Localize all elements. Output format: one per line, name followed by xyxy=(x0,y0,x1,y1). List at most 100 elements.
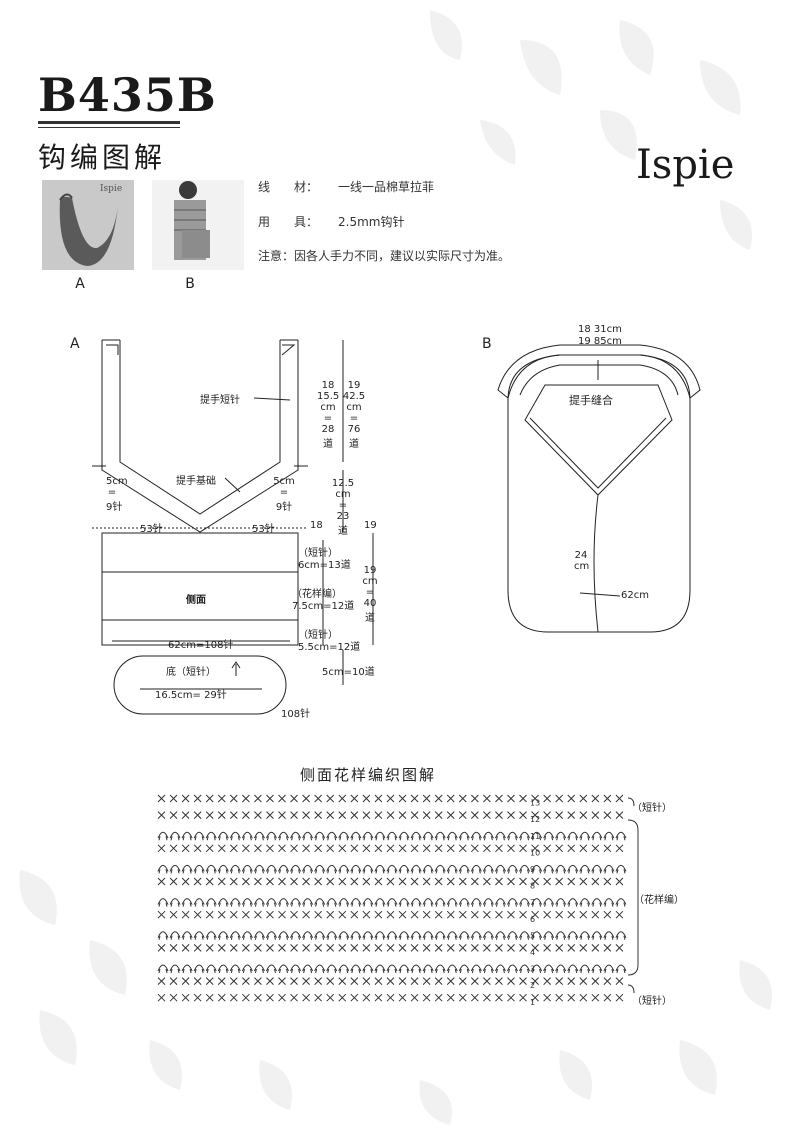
sc-symbol xyxy=(567,794,576,803)
sc-symbol xyxy=(422,877,431,886)
pattern-symbol xyxy=(229,864,241,874)
pattern-symbol xyxy=(422,831,434,841)
row-number: 4 xyxy=(530,948,535,957)
sc-symbol xyxy=(543,993,551,1002)
pattern-symbol xyxy=(229,898,241,907)
pattern-symbol xyxy=(157,898,169,907)
sc-symbol xyxy=(495,844,503,853)
right-strap-width: 5cm = 9针 xyxy=(272,476,296,513)
sc-symbol xyxy=(193,877,202,886)
sc-symbol xyxy=(483,877,491,886)
pattern-symbol xyxy=(579,931,591,940)
sc-symbol xyxy=(398,993,407,1002)
sc-symbol xyxy=(591,993,600,1002)
sc-symbol xyxy=(386,844,395,853)
pattern-symbol xyxy=(531,898,543,907)
pattern-symbol xyxy=(555,864,567,874)
sc-symbol xyxy=(495,944,503,952)
pattern-symbol xyxy=(374,831,386,841)
strap-19-cm: cm xyxy=(346,402,362,413)
sc-symbol xyxy=(205,811,214,819)
pattern-symbol xyxy=(615,864,627,874)
pattern-symbol xyxy=(338,898,350,907)
sc-symbol xyxy=(350,944,359,952)
sc-symbol xyxy=(458,811,467,819)
sc-symbol xyxy=(302,910,310,919)
band3-value: 5.5cm=12道 xyxy=(298,642,361,653)
b-height-val: 24 xyxy=(574,550,588,561)
sc-symbol xyxy=(543,811,551,819)
sc-symbol xyxy=(169,811,178,819)
sc-symbol xyxy=(338,944,347,952)
pattern-symbol xyxy=(398,864,410,874)
pattern-symbol xyxy=(410,864,422,874)
sc-symbol xyxy=(422,977,431,985)
sc-symbol xyxy=(302,977,310,985)
pattern-symbol xyxy=(543,931,555,940)
pattern-symbol xyxy=(482,864,494,874)
strap-18-cm: cm xyxy=(320,402,336,413)
strap-19-cm-val: 42.5 xyxy=(342,391,366,402)
sc-symbol xyxy=(242,794,250,803)
sc-symbol xyxy=(495,977,503,985)
pattern-symbol xyxy=(434,831,446,841)
pattern-symbol xyxy=(446,864,458,874)
sc-symbol xyxy=(603,910,612,919)
bag-photo-a: Ispie xyxy=(42,180,134,270)
sc-symbol xyxy=(314,811,323,819)
sc-symbol xyxy=(615,993,624,1002)
sc-symbol xyxy=(531,877,539,886)
left-strap-cm: 5cm xyxy=(106,476,128,487)
sc-symbol xyxy=(217,977,226,985)
pattern-symbol xyxy=(326,964,338,974)
pattern-symbol xyxy=(253,898,265,907)
sc-symbol xyxy=(434,811,443,819)
sc-symbol xyxy=(326,977,335,985)
row-number: 6 xyxy=(530,915,535,924)
sc-symbol xyxy=(205,944,214,952)
pattern-symbol xyxy=(434,964,446,974)
pattern-symbol xyxy=(169,864,181,874)
sc-symbol xyxy=(386,910,395,919)
b-top-19: 19 85cm xyxy=(578,336,622,347)
pattern-symbol xyxy=(169,964,181,974)
pattern-symbol xyxy=(193,898,205,907)
pattern-symbol xyxy=(241,964,253,974)
sc-symbol xyxy=(266,944,274,952)
pattern-symbol xyxy=(543,898,555,907)
sc-symbol xyxy=(422,993,431,1002)
chart-bracket xyxy=(627,797,639,994)
pattern-symbol xyxy=(494,864,506,874)
sc-symbol xyxy=(205,877,214,886)
pattern-symbol xyxy=(555,831,567,841)
sc-symbol xyxy=(314,977,323,985)
sc-symbol xyxy=(350,794,359,803)
sc-symbol xyxy=(446,794,455,803)
sc-symbol xyxy=(326,844,335,853)
sc-symbol xyxy=(555,794,564,803)
sc-symbol xyxy=(290,877,298,886)
sc-symbol xyxy=(386,877,395,886)
sc-symbol xyxy=(338,910,347,919)
pattern-symbol xyxy=(507,831,518,841)
pattern-symbol xyxy=(169,831,181,841)
pattern-symbol xyxy=(290,964,302,974)
pattern-symbol xyxy=(266,864,277,874)
material-value: 一线一品棉草拉菲 xyxy=(338,180,435,194)
mid-eq: = xyxy=(338,500,348,511)
band1-value: 6cm=13道 xyxy=(298,560,351,571)
diagram-a-letter: A xyxy=(70,336,80,352)
pattern-symbol xyxy=(615,831,627,841)
pattern-symbol xyxy=(434,898,446,907)
sc-symbol xyxy=(591,910,600,919)
pattern-symbol xyxy=(507,898,518,907)
pattern-symbol xyxy=(350,898,362,907)
sc-symbol xyxy=(422,944,431,952)
pattern-symbol xyxy=(314,898,326,907)
sc-symbol xyxy=(157,877,166,886)
sc-symbol xyxy=(205,977,214,985)
sc-symbol xyxy=(181,993,190,1002)
